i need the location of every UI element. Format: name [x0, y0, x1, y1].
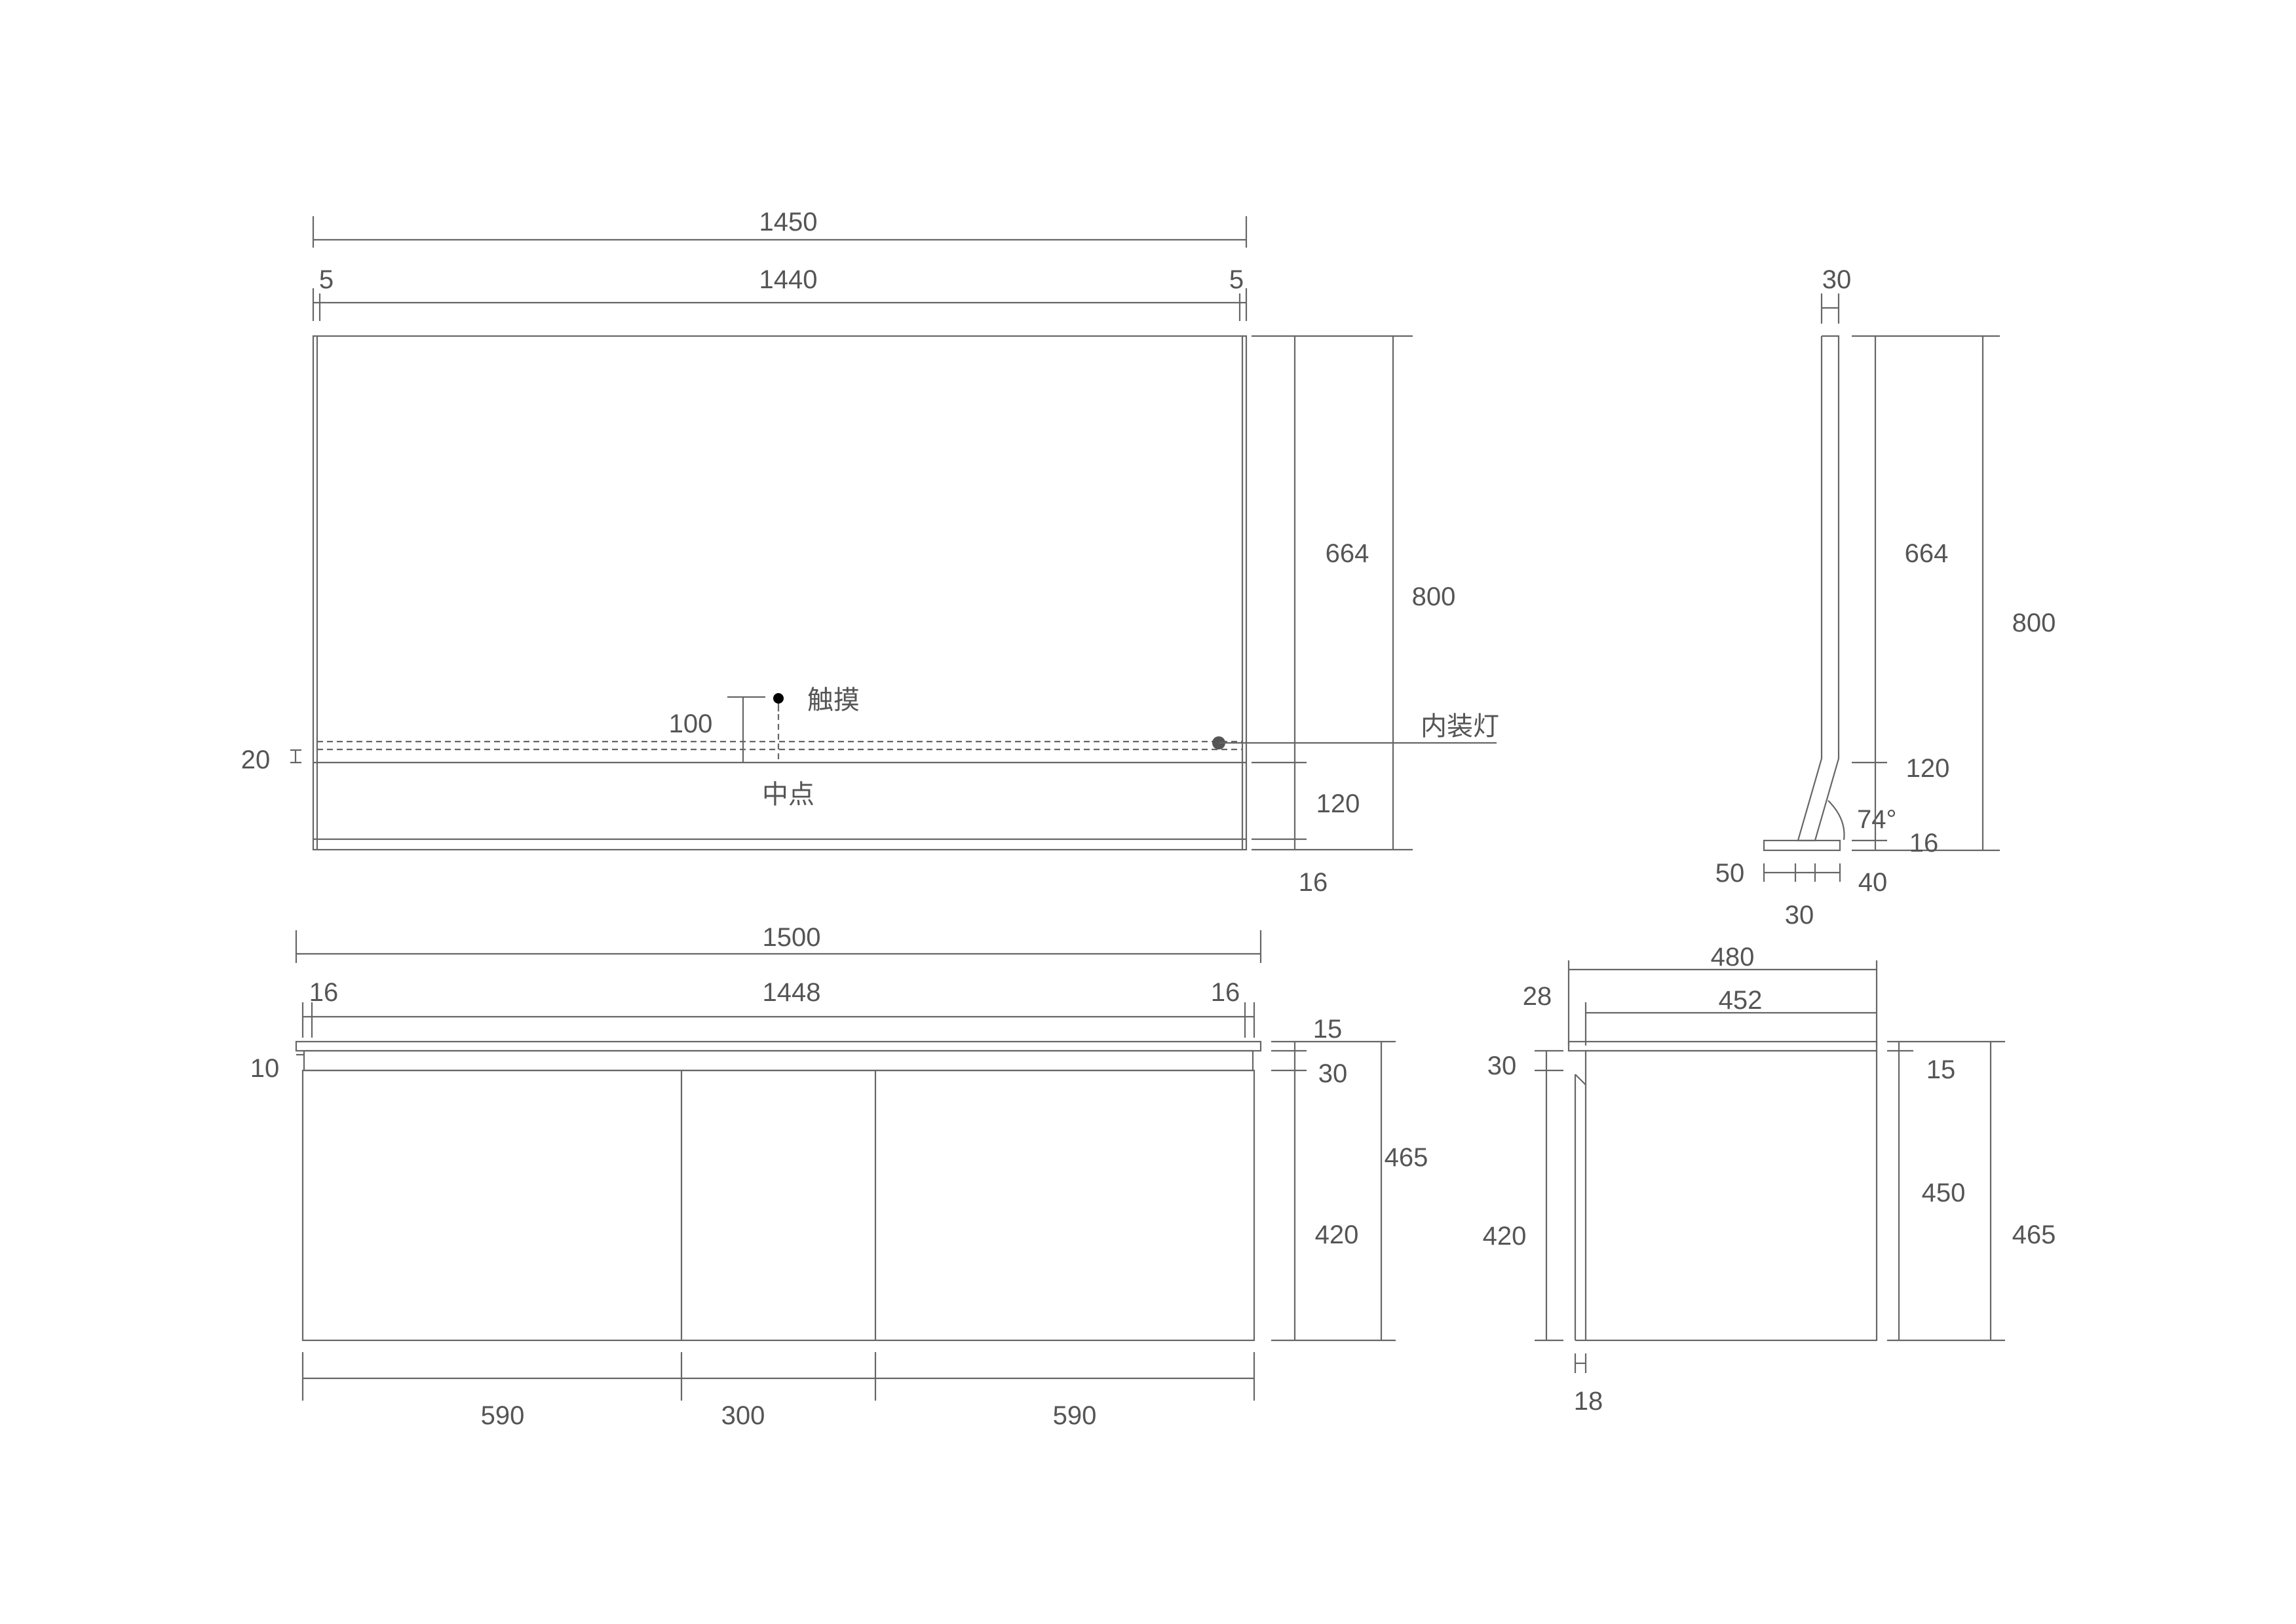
dim-mirror-bottom: 16 — [1299, 868, 1328, 897]
dim-mirror-left-edge: 5 — [319, 265, 334, 294]
mirror-side-profile — [1797, 335, 1840, 842]
dim-touch-height: 100 — [669, 709, 713, 738]
dim-side-base-mid: 30 — [1785, 901, 1814, 930]
cabinet-side-view: 480 452 28 30 420 18 15 450 465 — [1483, 943, 2056, 1416]
touch-label: 触摸 — [807, 686, 860, 715]
dim-cabinet-body-height: 420 — [1315, 1220, 1359, 1249]
cabinet-drawer-strip — [303, 1049, 1254, 1072]
dim-left-door: 590 — [481, 1401, 525, 1430]
cabinet-body — [301, 1069, 1255, 1342]
side-cabinet-body — [1584, 1049, 1878, 1342]
dim-mirror-overall-width: 1450 — [759, 208, 818, 236]
dim-cabinet-top-thickness: 15 — [1313, 1015, 1343, 1044]
dim-right-door: 590 — [1053, 1401, 1097, 1430]
mirror-front-view: 1450 1440 5 5 内装灯 20 100 触摸 中点 — [241, 208, 1499, 897]
dim-mirror-right-edge: 5 — [1229, 265, 1244, 294]
dim-light-strip: 20 — [241, 746, 271, 774]
dim-side-top-gap: 30 — [1487, 1051, 1517, 1080]
dim-mirror-inner-width: 1440 — [759, 265, 818, 294]
dim-side-total-height: 465 — [2012, 1220, 2056, 1249]
dim-mirror-height-total: 800 — [1412, 582, 1456, 611]
dim-side-height-lower: 120 — [1906, 754, 1950, 783]
midpoint-label: 中点 — [762, 780, 814, 809]
dim-side-top-thickness: 15 — [1926, 1055, 1956, 1084]
dim-side-cabinet-depth: 480 — [1711, 943, 1755, 972]
dim-side-base-right: 40 — [1858, 868, 1888, 897]
side-cabinet-countertop — [1567, 1040, 1878, 1052]
mirror-outer-frame — [312, 335, 1248, 851]
dim-cabinet-overall-width: 1500 — [763, 923, 821, 952]
dim-side-front-offset: 28 — [1523, 982, 1552, 1011]
dim-side-thickness: 30 — [1822, 265, 1852, 294]
dim-side-height-total: 800 — [2012, 609, 2056, 637]
angle-arc — [1827, 800, 1845, 840]
dim-cabinet-drawer-height: 30 — [1318, 1059, 1348, 1088]
dim-side-base-thickness: 16 — [1909, 829, 1939, 858]
dim-cabinet-left-offset: 10 — [250, 1054, 280, 1083]
light-label: 内装灯 — [1421, 712, 1499, 741]
dim-side-body-height: 420 — [1483, 1222, 1527, 1251]
cabinet-front-view: 1500 1448 16 16 10 15 30 420 465 — [250, 923, 1428, 1430]
dim-side-cabinet-inner-depth: 452 — [1719, 986, 1763, 1015]
dim-side-inner-height: 450 — [1922, 1179, 1966, 1207]
touch-sensor-icon — [773, 693, 784, 704]
mirror-side-view: 30 74° 664 800 120 16 50 30 40 — [1715, 265, 2056, 930]
dim-mirror-height-upper: 664 — [1326, 539, 1369, 568]
dim-side-angle: 74° — [1857, 805, 1897, 834]
side-door-handle — [1575, 1074, 1586, 1086]
mirror-side-base — [1763, 839, 1841, 852]
dim-side-base-left: 50 — [1715, 859, 1745, 888]
dim-cabinet-right-gap: 16 — [1211, 978, 1240, 1007]
dim-mirror-height-lower: 120 — [1316, 789, 1360, 818]
dim-cabinet-total-height: 465 — [1385, 1143, 1428, 1172]
dim-cabinet-left-gap: 16 — [309, 978, 339, 1007]
dim-mid-door: 300 — [721, 1401, 765, 1430]
dim-side-height-upper: 664 — [1905, 539, 1949, 568]
cabinet-countertop — [295, 1040, 1262, 1052]
dim-cabinet-inner-width: 1448 — [763, 978, 821, 1007]
dim-side-door-thickness: 18 — [1574, 1387, 1603, 1416]
